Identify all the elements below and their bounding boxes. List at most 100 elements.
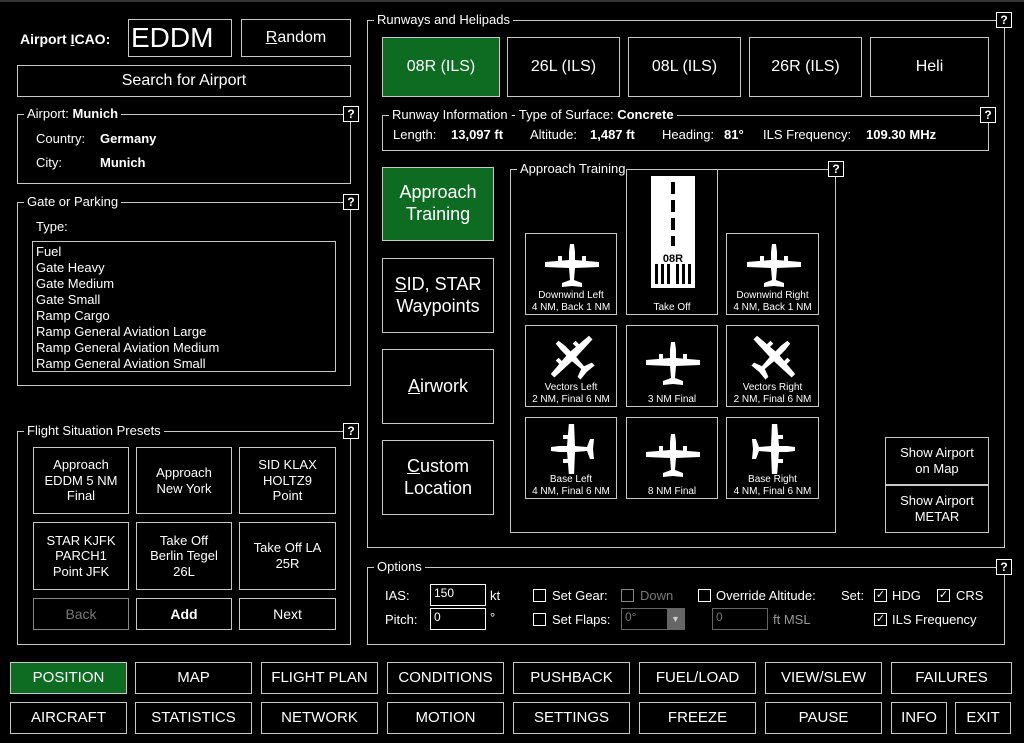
flaps-dropdown-arrow-icon[interactable]: ▼ — [667, 609, 684, 629]
approach-tile-take-off[interactable]: 08R Take Off — [626, 169, 718, 315]
runway-button-heli[interactable]: Heli — [870, 37, 989, 97]
override-altitude-checkbox[interactable] — [698, 589, 711, 602]
ils-frequency-checkbox[interactable]: ✓ — [874, 613, 887, 626]
nav-button-map[interactable]: MAP — [135, 662, 252, 694]
nav-button-fuel-load[interactable]: FUEL/LOAD — [639, 662, 756, 694]
runways-group: Runways and Helipads ? 08R (ILS) 26L (IL… — [367, 12, 1012, 548]
approach-tile-vectors-left[interactable]: Vectors Left 2 NM, Final 6 NM — [525, 325, 617, 407]
random-button-label: Random — [265, 29, 327, 47]
airwork-button[interactable]: Airwork — [382, 349, 494, 424]
nav-button-pushback[interactable]: PUSHBACK — [513, 662, 630, 694]
city-value: Munich — [100, 155, 146, 170]
nav-button-settings[interactable]: SETTINGS — [513, 702, 630, 734]
runways-help-icon[interactable]: ? — [996, 12, 1012, 28]
show-airport-metar-button[interactable]: Show Airport METAR — [885, 485, 989, 533]
approach-training-button[interactable]: Approach Training — [382, 167, 494, 241]
approach-tile-base-left[interactable]: Base Left 4 NM, Final 6 NM — [525, 417, 617, 499]
nav-button-network[interactable]: NETWORK — [261, 702, 378, 734]
approach-tile-caption: 3 NM Final — [647, 394, 697, 405]
presets-legend: Flight Situation Presets — [24, 423, 164, 439]
runway-button-08r[interactable]: 08R (ILS) — [382, 37, 500, 97]
approach-tile-base-right[interactable]: Base Right 4 NM, Final 6 NM — [726, 417, 819, 499]
approach-tile-final-8[interactable]: 8 NM Final — [626, 417, 718, 499]
set-gear-label: Set Gear: — [552, 588, 608, 603]
nav-button-view-slew[interactable]: VIEW/SLEW — [765, 662, 882, 694]
nav-button-aircraft[interactable]: AIRCRAFT — [10, 702, 127, 734]
nav-button-info[interactable]: INFO — [891, 702, 947, 734]
runway-info-help-icon[interactable]: ? — [980, 107, 996, 123]
nav-button-statistics[interactable]: STATISTICS — [135, 702, 252, 734]
top-frame-line — [0, 0, 1024, 2]
gear-down-checkbox[interactable] — [621, 589, 634, 602]
gate-type-item[interactable]: Fuel — [36, 244, 62, 259]
gate-type-item[interactable]: Gate Small — [36, 292, 101, 307]
gate-type-item[interactable]: Gate Medium — [36, 276, 115, 291]
approach-tile-caption: Base Right 4 NM, Final 6 NM — [733, 474, 812, 497]
nav-button-exit[interactable]: EXIT — [955, 702, 1011, 734]
approach-tile-downwind-right[interactable]: Downwind Right 4 NM, Back 1 NM — [726, 233, 819, 315]
crs-checkbox[interactable]: ✓ — [937, 589, 950, 602]
altitude-unit: ft MSL — [773, 612, 811, 627]
approach-tile-downwind-left[interactable]: Downwind Left 4 NM, Back 1 NM — [525, 233, 617, 315]
gate-type-item[interactable]: Ramp General Aviation Medium — [36, 340, 220, 355]
country-value: Germany — [100, 131, 157, 146]
gate-type-item[interactable]: Ramp General Aviation Large — [36, 324, 207, 339]
set-gear-checkbox[interactable] — [533, 589, 546, 602]
runway-button-08l[interactable]: 08L (ILS) — [628, 37, 741, 97]
gate-help-icon[interactable]: ? — [343, 194, 359, 210]
nav-button-motion[interactable]: MOTION — [387, 702, 504, 734]
preset-button-2[interactable]: Approach New York — [136, 447, 232, 514]
preset-button-4[interactable]: STAR KJFK PARCH1 Point JFK — [33, 522, 129, 590]
runway-marking-icon: 08R — [651, 176, 695, 288]
nav-button-conditions[interactable]: CONDITIONS — [387, 662, 504, 694]
country-label: Country: — [36, 131, 86, 146]
icao-input[interactable]: EDDM — [128, 19, 232, 57]
airplane-icon — [750, 335, 795, 380]
nav-button-freeze[interactable]: FREEZE — [639, 702, 756, 734]
gate-type-item[interactable]: Ramp General Aviation Small — [36, 356, 206, 371]
runway-button-26l[interactable]: 26L (ILS) — [507, 37, 620, 97]
nav-button-failures[interactable]: FAILURES — [891, 662, 1012, 694]
gate-type-label: Type: — [36, 219, 68, 234]
presets-add-button[interactable]: Add — [136, 598, 232, 630]
pitch-label: Pitch: — [385, 612, 418, 627]
gate-type-item[interactable]: Ramp Cargo — [36, 308, 110, 323]
gate-type-item[interactable]: Gate Heavy — [36, 260, 105, 275]
set-flaps-checkbox[interactable] — [533, 613, 546, 626]
approach-tile-caption: Vectors Left 2 NM, Final 6 NM — [532, 382, 610, 405]
nav-button-position[interactable]: POSITION — [10, 662, 127, 694]
options-legend: Options — [374, 559, 425, 575]
nav-button-pause[interactable]: PAUSE — [765, 702, 882, 734]
search-airport-button[interactable]: Search for Airport — [17, 65, 351, 97]
pitch-input[interactable]: 0 — [430, 608, 486, 630]
runway-button-26r[interactable]: 26R (ILS) — [749, 37, 862, 97]
preset-button-1[interactable]: Approach EDDM 5 NM Final — [33, 447, 129, 514]
airport-icao-label: Airport ICAO: — [20, 31, 111, 47]
approach-tile-vectors-right[interactable]: Vectors Right 2 NM, Final 6 NM — [726, 325, 819, 407]
approach-tile-final-3[interactable]: 3 NM Final — [626, 325, 718, 407]
preset-button-5[interactable]: Take Off Berlin Tegel 26L — [136, 522, 232, 590]
altitude-input[interactable]: 0 — [712, 608, 768, 630]
hdg-checkbox[interactable]: ✓ — [874, 589, 887, 602]
approach-help-icon[interactable]: ? — [828, 161, 844, 177]
presets-next-button[interactable]: Next — [239, 598, 336, 630]
runways-legend: Runways and Helipads — [374, 12, 513, 28]
approach-tile-caption: Take Off — [653, 302, 691, 313]
ias-input[interactable]: 150 — [430, 584, 486, 606]
approach-tile-caption: Downwind Right 4 NM, Back 1 NM — [733, 290, 812, 313]
presets-help-icon[interactable]: ? — [343, 423, 359, 439]
show-airport-map-button[interactable]: Show Airport on Map — [885, 437, 989, 485]
options-help-icon[interactable]: ? — [996, 559, 1012, 575]
airport-help-icon[interactable]: ? — [343, 106, 359, 122]
random-button[interactable]: Random — [241, 19, 351, 57]
ias-unit: kt — [490, 588, 501, 603]
preset-button-6[interactable]: Take Off LA 25R — [239, 522, 336, 590]
presets-back-button[interactable]: Back — [33, 598, 129, 630]
preset-button-3[interactable]: SID KLAX HOLTZ9 Point — [239, 447, 336, 514]
nav-button-flight-plan[interactable]: FLIGHT PLAN — [261, 662, 378, 694]
